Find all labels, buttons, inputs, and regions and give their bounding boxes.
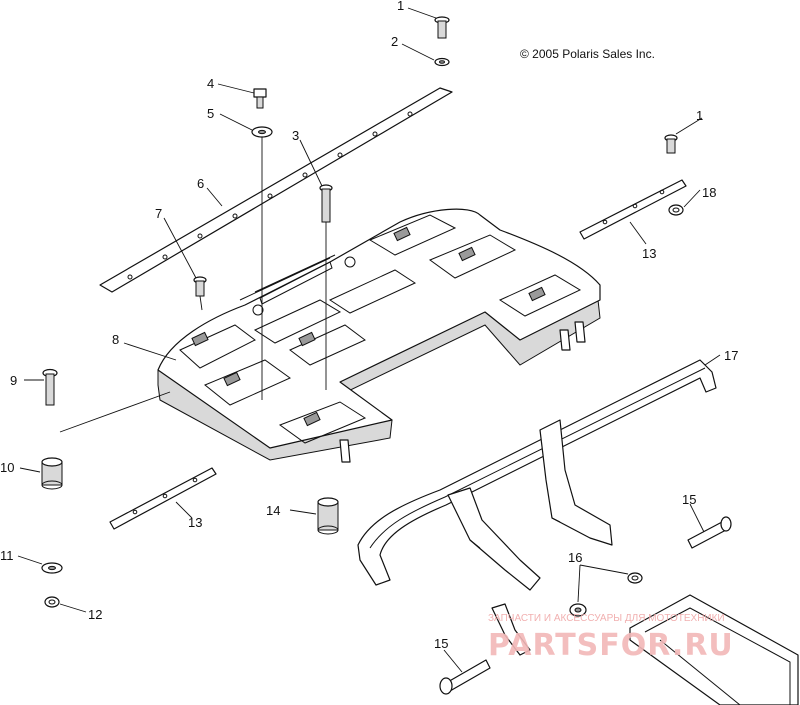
watermark: ЗАПЧАСТИ И АКСЕССУАРЫ ДЛЯ МОТОТЕХНИКИ PA… xyxy=(488,613,734,663)
bolt-part-15-upper xyxy=(687,516,732,549)
callout-9: 9 xyxy=(10,373,17,388)
callout-1-top: 1 xyxy=(397,0,404,13)
callout-10: 10 xyxy=(0,460,14,475)
bolt-part-1-right xyxy=(664,134,678,154)
spacer-part-10 xyxy=(41,457,63,490)
watermark-tagline: ЗАПЧАСТИ И АКСЕССУАРЫ ДЛЯ МОТОТЕХНИКИ xyxy=(488,613,725,624)
callout-4: 4 xyxy=(207,76,214,91)
callout-15-upper: 15 xyxy=(682,492,696,507)
bolt-part-9 xyxy=(42,368,58,406)
nut-part-12 xyxy=(44,596,60,608)
washer-part-5 xyxy=(251,126,273,138)
rack-trim-strip-part-6 xyxy=(99,87,453,293)
callout-17: 17 xyxy=(724,348,738,363)
bolt-part-15-lower xyxy=(439,659,491,695)
nut-part-18 xyxy=(668,204,684,216)
callout-8: 8 xyxy=(112,332,119,347)
callout-labels: 1 2 4 5 3 6 7 8 9 10 11 12 1 18 13 13 14… xyxy=(0,0,738,651)
callout-18: 18 xyxy=(702,185,716,200)
bolt-part-3 xyxy=(319,184,333,223)
callout-13-lower: 13 xyxy=(188,515,202,530)
callout-15-lower: 15 xyxy=(434,636,448,651)
rack-strip-part-13-lower xyxy=(109,467,217,530)
callout-5: 5 xyxy=(207,106,214,121)
copyright-text: © 2005 Polaris Sales Inc. xyxy=(520,47,655,61)
rear-rack-part-8 xyxy=(157,208,601,463)
spacer-part-14 xyxy=(317,497,339,535)
callout-12: 12 xyxy=(88,607,102,622)
rack-frame-part-17 xyxy=(357,359,717,591)
callout-11: 11 xyxy=(0,548,14,563)
callout-7: 7 xyxy=(155,206,162,221)
bolt-part-4 xyxy=(253,88,267,109)
callout-16: 16 xyxy=(568,550,582,565)
watermark-logo: PARTSFOR.RU xyxy=(488,628,734,663)
callout-13-upper: 13 xyxy=(642,246,656,261)
callout-1-right: 1 xyxy=(696,108,703,123)
alignment-lines xyxy=(59,137,327,433)
bushing-part-16-spacer xyxy=(569,603,587,617)
callout-2: 2 xyxy=(391,34,398,49)
bolt-part-1-top xyxy=(434,16,450,39)
callout-14: 14 xyxy=(266,503,280,518)
washer-part-2 xyxy=(434,57,450,67)
washer-part-11 xyxy=(41,562,63,574)
bolt-part-7 xyxy=(193,276,207,297)
nut-part-16 xyxy=(627,572,643,584)
callout-leaders xyxy=(17,7,721,673)
rack-strip-part-13-upper xyxy=(579,179,687,240)
callout-3: 3 xyxy=(292,128,299,143)
callout-6: 6 xyxy=(197,176,204,191)
lower-rack-frame xyxy=(491,594,799,705)
